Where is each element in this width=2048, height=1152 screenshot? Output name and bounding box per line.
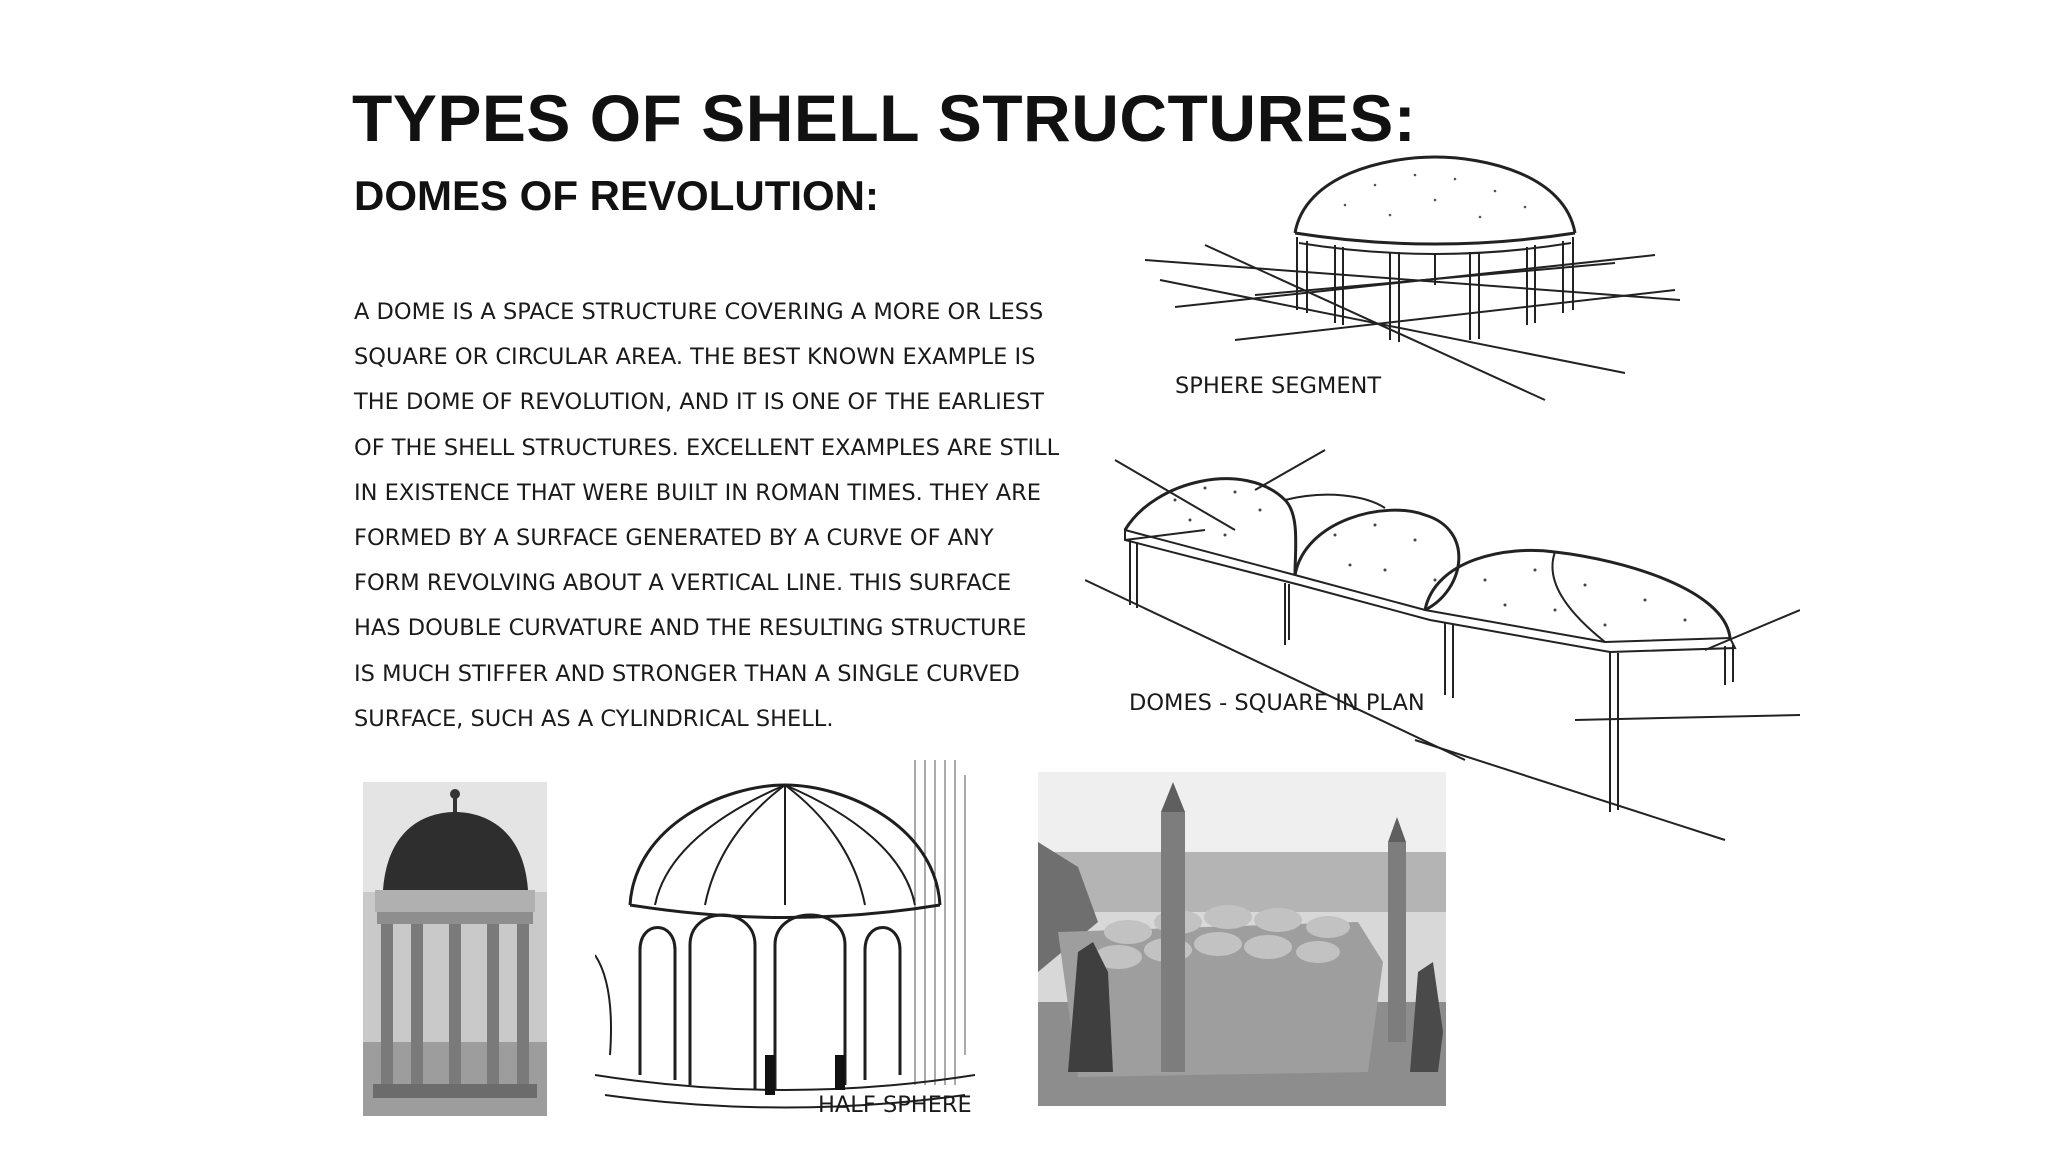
slide-title: TYPES OF SHELL STRUCTURES: (352, 81, 1417, 155)
body-line: FORM REVOLVING ABOUT A VERTICAL LINE. TH… (354, 570, 1012, 597)
body-line: IN EXISTENCE THAT WERE BUILT IN ROMAN TI… (354, 479, 1041, 506)
body-paragraph: A DOME IS A SPACE STRUCTURE COVERING A M… (354, 290, 1074, 742)
sphere-segment-caption: SPHERE SEGMENT (1175, 373, 1382, 399)
body-line: SQUARE OR CIRCULAR AREA. THE BEST KNOWN … (354, 344, 1036, 371)
body-line: THE DOME OF REVOLUTION, AND IT IS ONE OF… (354, 389, 1045, 416)
body-line: OF THE SHELL STRUCTURES. EXCELLENT EXAMP… (354, 434, 1060, 461)
body-line: FORMED BY A SURFACE GENERATED BY A CURVE… (354, 524, 994, 551)
section-subtitle: DOMES OF REVOLUTION: (354, 172, 879, 219)
body-line: A DOME IS A SPACE STRUCTURE COVERING A M… (354, 299, 1044, 325)
half-sphere-caption: HALF SPHERE (818, 1092, 972, 1118)
half-sphere-dome-drawing (595, 760, 975, 1109)
body-line: SURFACE, SUCH AS A CYLINDRICAL SHELL. (354, 705, 834, 732)
body-line: IS MUCH STIFFER AND STRONGER THAN A SING… (354, 660, 1020, 687)
body-line: HAS DOUBLE CURVATURE AND THE RESULTING S… (354, 615, 1027, 642)
square-plan-domes-drawing (1085, 449, 1800, 841)
domed-pavilion-photo (363, 782, 547, 1116)
multi-domed-mosque-photo (1038, 772, 1446, 1106)
sphere-segment-dome-drawing (1144, 155, 1681, 401)
square-plan-domes-caption: DOMES - SQUARE IN PLAN (1129, 690, 1425, 716)
